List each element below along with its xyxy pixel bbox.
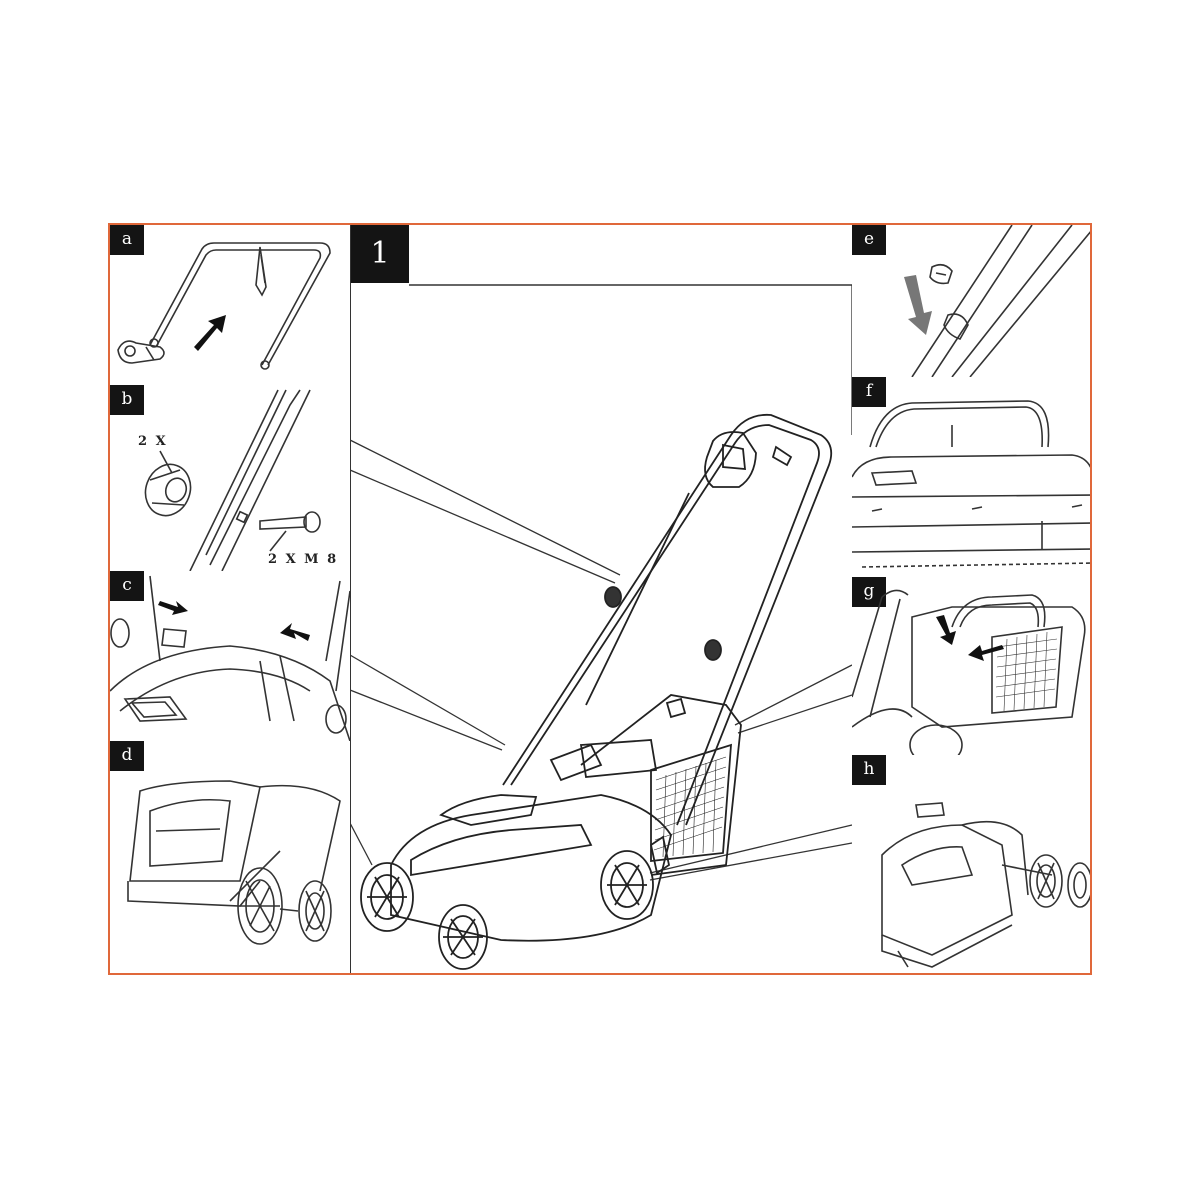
arrow-icon xyxy=(158,601,188,615)
bolt-icon xyxy=(259,511,321,533)
handle-assembly-illustration xyxy=(117,242,331,370)
bolt-callout: 2 X M 8 xyxy=(268,552,338,567)
step-number: 1 xyxy=(351,225,409,283)
panel-d: d xyxy=(110,741,351,973)
panel-label: e xyxy=(852,225,886,255)
cable-clip-icon xyxy=(255,246,267,297)
handle-icon xyxy=(951,594,1046,628)
panel-label: b xyxy=(110,385,144,415)
panel-g: g xyxy=(852,577,1090,756)
handle-bolt-illustration: 2 X 2 X M 8 xyxy=(138,389,338,571)
grass-box-handle-illustration xyxy=(852,400,1090,568)
washer-icon xyxy=(144,463,192,517)
panel-label: f xyxy=(852,377,886,407)
washer-callout: 2 X xyxy=(138,434,168,449)
main-panel: 1 xyxy=(350,225,854,973)
panel-f: f xyxy=(852,377,1090,578)
wheel-icon xyxy=(438,904,488,970)
assembly-diagram-frame: a b xyxy=(108,223,1092,975)
wheel-icon xyxy=(237,867,283,945)
panel-a: a xyxy=(110,225,351,386)
wheel-icon xyxy=(1029,854,1063,908)
cable-clip-illustration xyxy=(904,225,1090,377)
panel-b: b 2 X 2 X M 8 xyxy=(110,385,351,572)
cable-clip-icon xyxy=(929,263,953,285)
panel-label: a xyxy=(110,225,144,255)
wheel-removal-illustration xyxy=(881,802,1090,968)
safety-bar-icon xyxy=(117,340,165,364)
panel-e: e xyxy=(852,225,1090,378)
handle-mount-illustration xyxy=(110,575,350,741)
arrow-icon xyxy=(904,275,932,335)
arrow-icon xyxy=(194,315,226,351)
panel-label: d xyxy=(110,741,144,771)
wheel-icon xyxy=(1067,862,1090,908)
wheel-icon xyxy=(298,880,332,942)
wheel-icon xyxy=(600,850,654,920)
arrow-icon xyxy=(936,615,956,645)
arrow-icon xyxy=(968,645,1004,661)
panel-label: h xyxy=(852,755,886,785)
mower-illustration xyxy=(360,284,853,970)
panel-h: h xyxy=(852,755,1090,973)
rear-wheel-illustration xyxy=(127,780,341,945)
grass-box-fitting-illustration xyxy=(852,589,1086,755)
handle-icon xyxy=(502,413,833,826)
handle-icon xyxy=(869,400,1050,448)
panel-c: c xyxy=(110,571,351,742)
arrow-icon xyxy=(280,623,310,641)
wheel-icon xyxy=(360,862,414,932)
panel-label: c xyxy=(110,571,144,601)
